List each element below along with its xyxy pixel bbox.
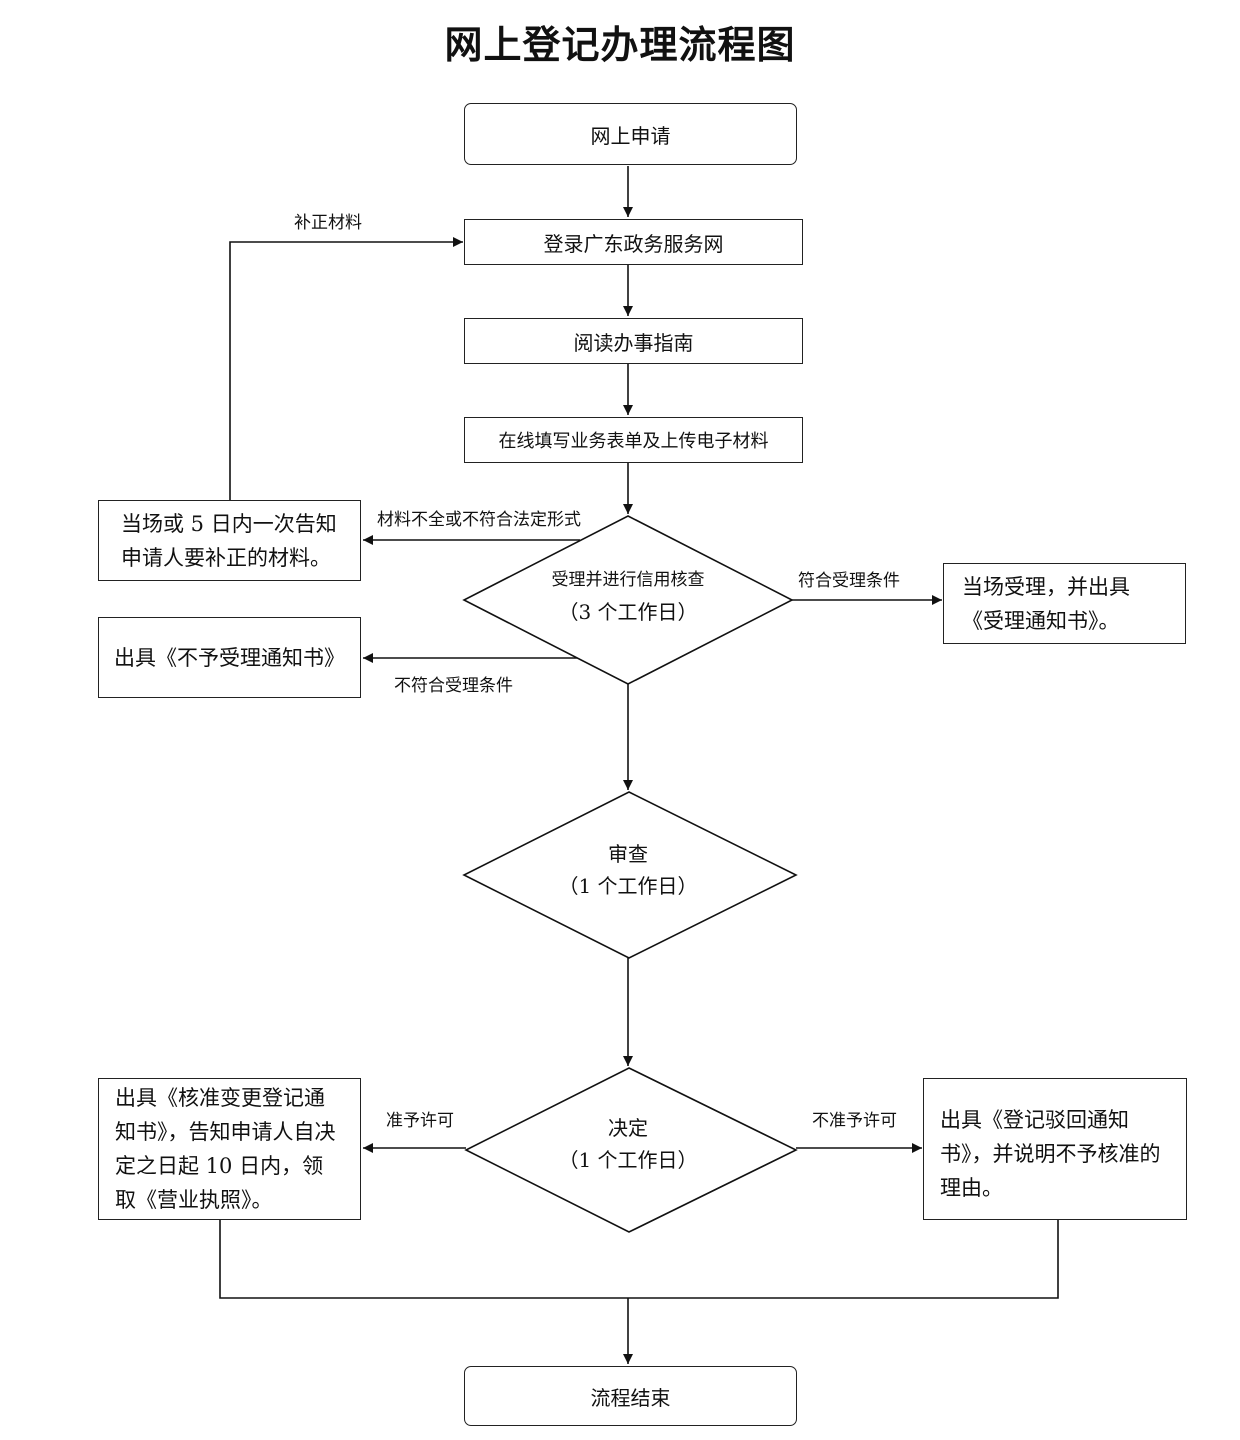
decision-line2: （1 个工作日） xyxy=(558,1148,698,1172)
edge-label-incomplete: 材料不全或不符合法定形式 xyxy=(377,510,581,530)
decision-line1: 决定 xyxy=(608,1116,648,1140)
diamond-decision-label: 决定 （1 个工作日） xyxy=(500,1112,756,1176)
node-fill-form: 在线填写业务表单及上传电子材料 xyxy=(464,417,803,463)
diamond-review xyxy=(462,791,798,959)
accept-check-line1: 受理并进行信用核查 xyxy=(551,570,705,590)
node-start: 网上申请 xyxy=(464,103,797,165)
accept-check-line2: （3 个工作日） xyxy=(558,600,698,624)
node-login: 登录广东政务服务网 xyxy=(464,219,803,265)
edge-label-not-approve: 不准予许可 xyxy=(812,1111,897,1131)
edge-label-approve: 准予许可 xyxy=(386,1111,454,1131)
node-notify-supplement: 当场或 5 日内一次告知申请人要补正的材料。 xyxy=(98,500,361,581)
node-reject-registration-notice: 出具《登记驳回通知书》，并说明不予核准的理由。 xyxy=(923,1078,1187,1220)
connector-approve-down xyxy=(219,1220,1059,1299)
page-title: 网上登记办理流程图 xyxy=(444,22,796,67)
node-accept-notice: 当场受理，并出具《受理通知书》。 xyxy=(943,563,1186,644)
diamond-accept-check xyxy=(462,515,794,685)
diamond-accept-check-label: 受理并进行信用核查 （3 个工作日） xyxy=(500,565,756,627)
review-line2: （1 个工作日） xyxy=(558,874,698,898)
node-reject-notice: 出具《不予受理通知书》 xyxy=(98,617,361,698)
review-line1: 审查 xyxy=(608,842,648,866)
edge-label-meets: 符合受理条件 xyxy=(798,571,900,591)
diamond-review-label: 审查 （1 个工作日） xyxy=(500,838,756,902)
diamond-decision xyxy=(464,1067,798,1233)
node-read-guide: 阅读办事指南 xyxy=(464,318,803,364)
node-end: 流程结束 xyxy=(464,1366,797,1426)
edge-label-supplement: 补正材料 xyxy=(294,213,362,233)
arrow-supplement-loop xyxy=(229,237,463,500)
node-approve-notice: 出具《核准变更登记通知书》，告知申请人自决定之日起 10 日内，领取《营业执照》… xyxy=(98,1078,361,1220)
edge-label-not-meets: 不符合受理条件 xyxy=(394,676,513,696)
